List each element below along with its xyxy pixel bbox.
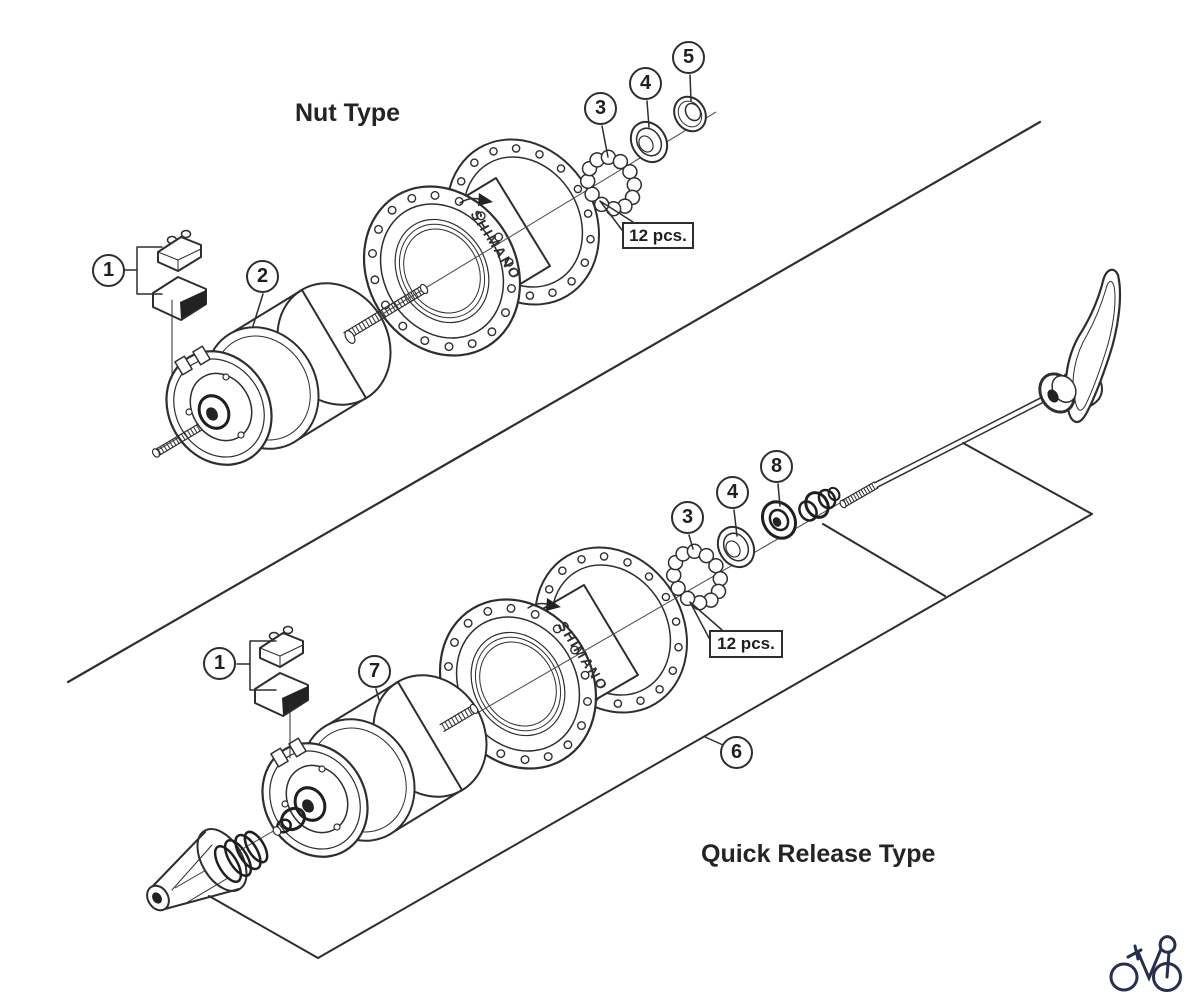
callout-top-3: 3: [584, 92, 617, 125]
section-title-nut-type: Nut Type: [295, 99, 401, 127]
dynamo-unit-top: [151, 282, 429, 466]
pieces-count-label-top: 12 pcs.: [622, 222, 694, 249]
contact-unit-bottom: [254, 625, 309, 717]
pieces-count-label-bottom: 12 pcs.: [709, 630, 783, 658]
callout-top-1: 1: [92, 254, 125, 287]
contact-unit-top: [152, 229, 207, 321]
bicycle-logo-icon: [1109, 935, 1182, 992]
callout-leaders-bottom: [236, 483, 781, 759]
qr-end-cap: [146, 828, 248, 912]
qr-spring: [213, 830, 269, 884]
callout-bottom-1: 1: [203, 647, 236, 680]
callout-bottom-3: 3: [671, 501, 704, 534]
quick-release-panel-outline: [208, 442, 1093, 959]
dynamo-unit-bottom: [261, 674, 488, 858]
bearing-retainer-bottom: [665, 543, 729, 611]
cone-bottom: [716, 525, 756, 569]
locknut-top: [673, 95, 707, 133]
hub-shell-top: [362, 138, 600, 357]
qr-skewer-rod: [839, 392, 1052, 509]
callout-bottom-7: 7: [358, 655, 391, 688]
section-separator-line: [66, 120, 1042, 684]
section-title-quick-release-type: Quick Release Type: [701, 840, 936, 868]
callout-bottom-4: 4: [716, 476, 749, 509]
skewer-spring-cluster: [798, 486, 841, 522]
seal-ring-part8: [760, 500, 798, 540]
callout-top-4: 4: [629, 67, 662, 100]
callout-bottom-6: 6: [720, 736, 753, 769]
callout-leaders-top: [124, 74, 692, 379]
callout-top-2: 2: [246, 260, 279, 293]
callout-top-5: 5: [672, 41, 705, 74]
bearing-retainer-top: [579, 149, 643, 217]
callout-bottom-8: 8: [760, 450, 793, 483]
qr-lever: [1038, 268, 1122, 424]
cone-top: [629, 120, 669, 164]
